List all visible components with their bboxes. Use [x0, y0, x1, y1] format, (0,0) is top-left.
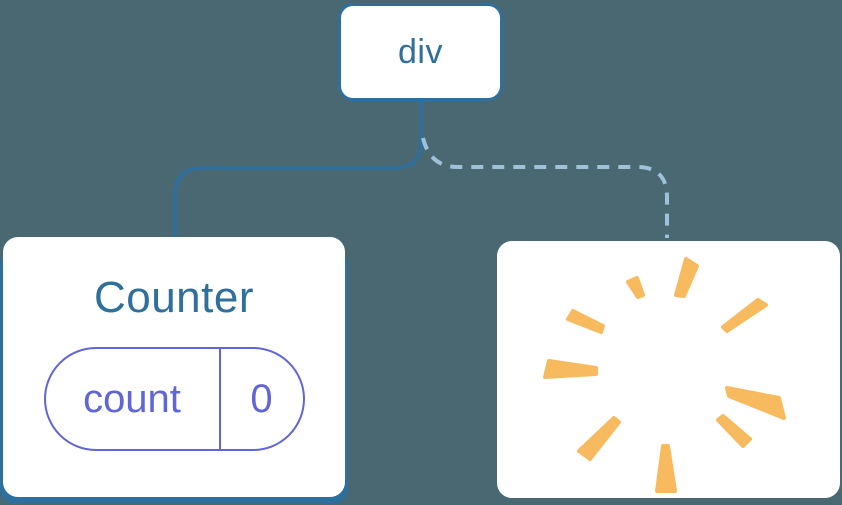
solid-connector-line [173, 101, 423, 238]
state-key-label: count [83, 376, 181, 421]
state-value-cell: 0 [221, 349, 303, 449]
counter-title: Counter [93, 273, 255, 322]
removed-component-card [497, 241, 840, 498]
state-key-cell: count [46, 349, 221, 450]
state-value-label: 0 [250, 376, 273, 421]
poof-burst-icon [543, 257, 786, 493]
root-node-div: div [338, 3, 503, 101]
dashed-connector-line [421, 137, 669, 238]
root-node-label: div [398, 32, 443, 71]
state-pill: count 0 [43, 347, 305, 452]
counter-card: Counter count 0 [3, 237, 345, 497]
